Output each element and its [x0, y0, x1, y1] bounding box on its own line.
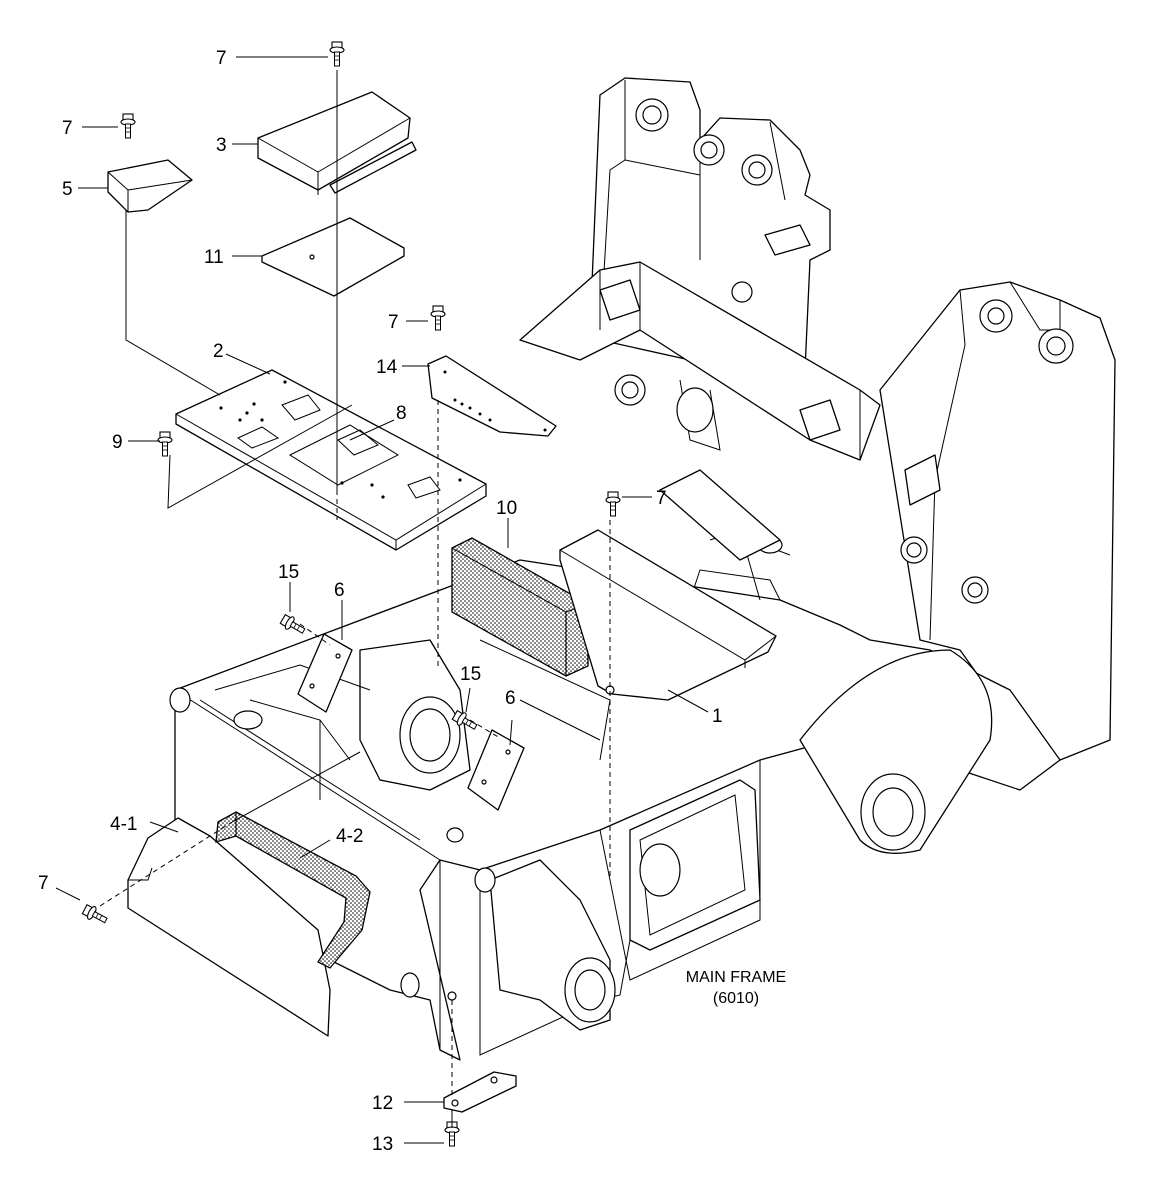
- bolt-icon: [120, 113, 136, 139]
- callout-numbers: 7 7 3 5 11 7 14 2 8 9 7 10 15 6 15 6 1 4…: [38, 48, 723, 1155]
- callout-4-2: 4-2: [336, 826, 363, 847]
- bolt-icon: [430, 305, 446, 331]
- part-4-1-shield: [127, 817, 331, 1037]
- frame-name: MAIN FRAME: [686, 969, 786, 986]
- callout-7: 7: [62, 118, 73, 139]
- main-frame-label: MAIN FRAME (6010): [686, 969, 786, 1007]
- callout-leaders: [55, 56, 709, 1144]
- assembly-lines: [99, 70, 611, 1128]
- bolt-icon: [605, 491, 621, 517]
- part-3-cover: [257, 91, 417, 195]
- mount-hole: [447, 991, 457, 1001]
- bolt-icon: [329, 41, 345, 67]
- callout-7: 7: [216, 48, 227, 69]
- part-2-floor-plate: [175, 369, 487, 551]
- callout-6: 6: [505, 688, 516, 709]
- callout-15: 15: [278, 562, 299, 583]
- callout-7: 7: [388, 312, 399, 333]
- callout-4-1: 4-1: [110, 814, 137, 835]
- part-6-access-plate-b: [467, 729, 525, 811]
- part-14-bracket: [427, 355, 557, 437]
- callout-15: 15: [460, 664, 481, 685]
- callout-6: 6: [334, 580, 345, 601]
- callout-8: 8: [396, 403, 407, 424]
- callout-1: 1: [712, 706, 723, 727]
- part-4-2-insulation: [215, 811, 371, 969]
- callout-2: 2: [213, 341, 224, 362]
- callout-7: 7: [656, 488, 667, 509]
- callout-3: 3: [216, 135, 227, 156]
- bolt-icon: [157, 431, 173, 457]
- bolt-icon: [80, 902, 110, 928]
- callout-14: 14: [376, 357, 398, 378]
- part-11-plate: [261, 217, 405, 297]
- part-6-access-plate-a: [297, 633, 353, 713]
- part-5-cover: [107, 159, 193, 213]
- callout-10: 10: [496, 498, 517, 519]
- callout-7: 7: [38, 873, 49, 894]
- callout-12: 12: [372, 1093, 393, 1114]
- frame-number: (6010): [713, 990, 759, 1007]
- callout-11: 11: [204, 247, 224, 268]
- callout-5: 5: [62, 179, 73, 200]
- part-12-cover-plate: [443, 1071, 517, 1113]
- bolt-icon: [278, 612, 308, 638]
- part-1-cover-plate: [559, 529, 777, 701]
- callout-9: 9: [112, 432, 123, 453]
- callout-13: 13: [372, 1134, 393, 1155]
